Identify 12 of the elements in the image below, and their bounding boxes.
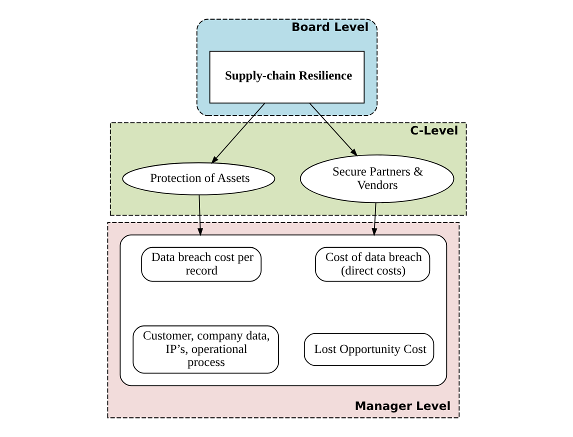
node-box: Supply-chain Resilience <box>208 50 364 104</box>
cluster <box>119 234 447 386</box>
arrow <box>196 194 203 236</box>
arrow <box>210 102 265 164</box>
arrow <box>308 102 358 156</box>
node-box: Data breach cost per record <box>140 246 262 282</box>
arrow <box>371 202 377 236</box>
node-box: Cost of data breach (direct costs) <box>314 246 430 282</box>
node-box: Customer, company data, IP’s, operational process <box>132 325 278 374</box>
node-ellipse: Secure Partners & Vendors <box>299 154 454 204</box>
node-box: Lost Opportunity Cost <box>303 333 434 366</box>
node-ellipse: Protection of Assets <box>122 162 275 196</box>
